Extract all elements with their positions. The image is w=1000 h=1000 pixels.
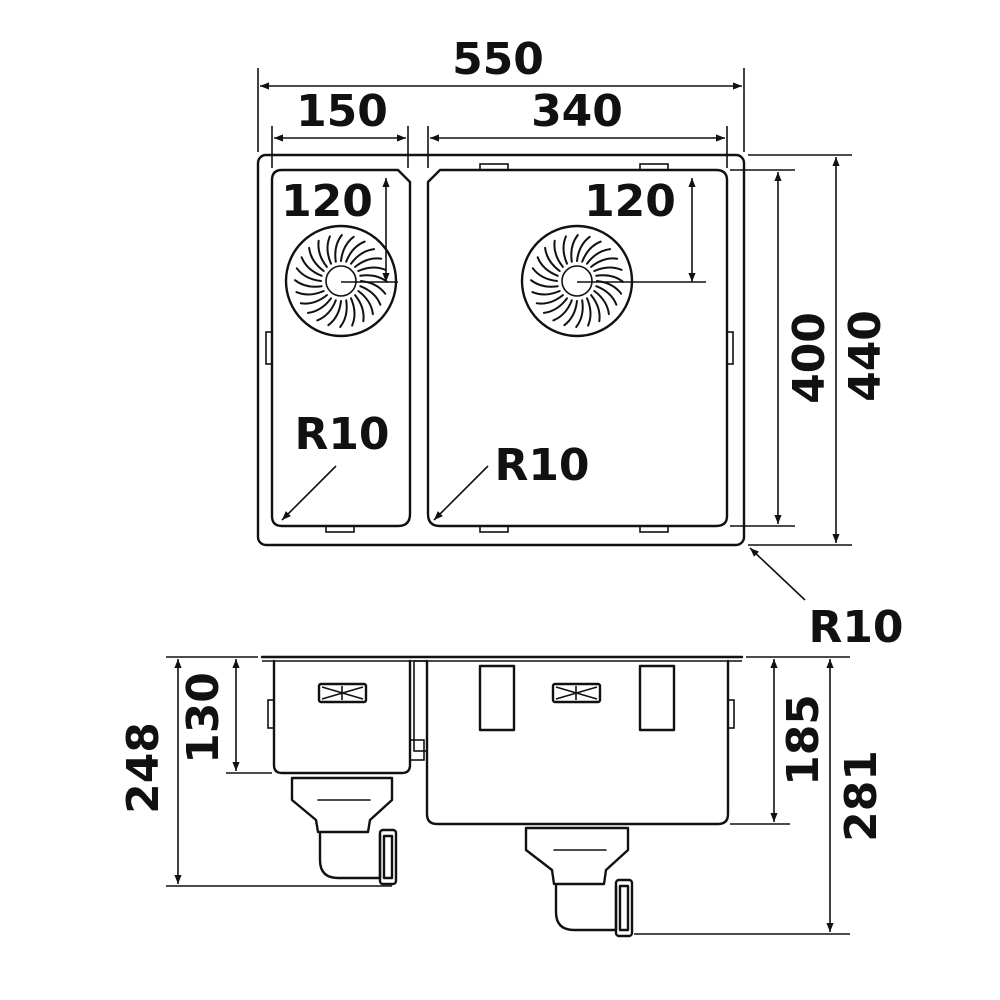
overflow-icon-large <box>551 682 602 704</box>
sink-outer-frame <box>256 153 746 547</box>
dim-label-130: 130 <box>178 672 229 764</box>
radius-label-outer: R10 <box>808 602 903 653</box>
dim-label-550: 550 <box>452 34 544 85</box>
drain-strainer-large-icon <box>520 224 634 338</box>
large-bowl-outline <box>426 168 729 528</box>
dim-label-440: 440 <box>840 310 891 402</box>
dim-label-120-large: 120 <box>584 176 676 227</box>
side-opening-left <box>478 664 516 732</box>
dim-label-120-small: 120 <box>281 176 373 227</box>
dim-label-400: 400 <box>784 312 835 404</box>
radius-leader-small <box>281 465 337 521</box>
drain-strainer-small-icon <box>284 224 398 338</box>
top-view: 550 150 340 120 120 400 440 R10 R10 <box>256 34 904 653</box>
side-opening-right <box>638 664 676 732</box>
overflow-icon-small <box>317 682 368 704</box>
radius-label-small: R10 <box>294 409 389 460</box>
side-large-bowl <box>425 659 730 826</box>
dim-label-150: 150 <box>296 86 388 137</box>
drain-trap-large-icon <box>524 826 634 938</box>
rim-clip-marks <box>265 163 734 533</box>
small-bowl-outline <box>270 168 412 528</box>
side-view: 248 130 185 281 <box>118 655 887 938</box>
side-small-bowl <box>272 659 412 775</box>
dim-label-340: 340 <box>531 86 623 137</box>
dim-label-281: 281 <box>836 750 887 842</box>
drain-trap-small-icon <box>290 776 398 886</box>
radius-leader-large <box>433 465 489 521</box>
dim-label-248: 248 <box>118 722 169 814</box>
dim-label-185: 185 <box>778 694 829 786</box>
radius-label-large: R10 <box>494 440 589 491</box>
radius-leader-outer <box>749 547 806 601</box>
